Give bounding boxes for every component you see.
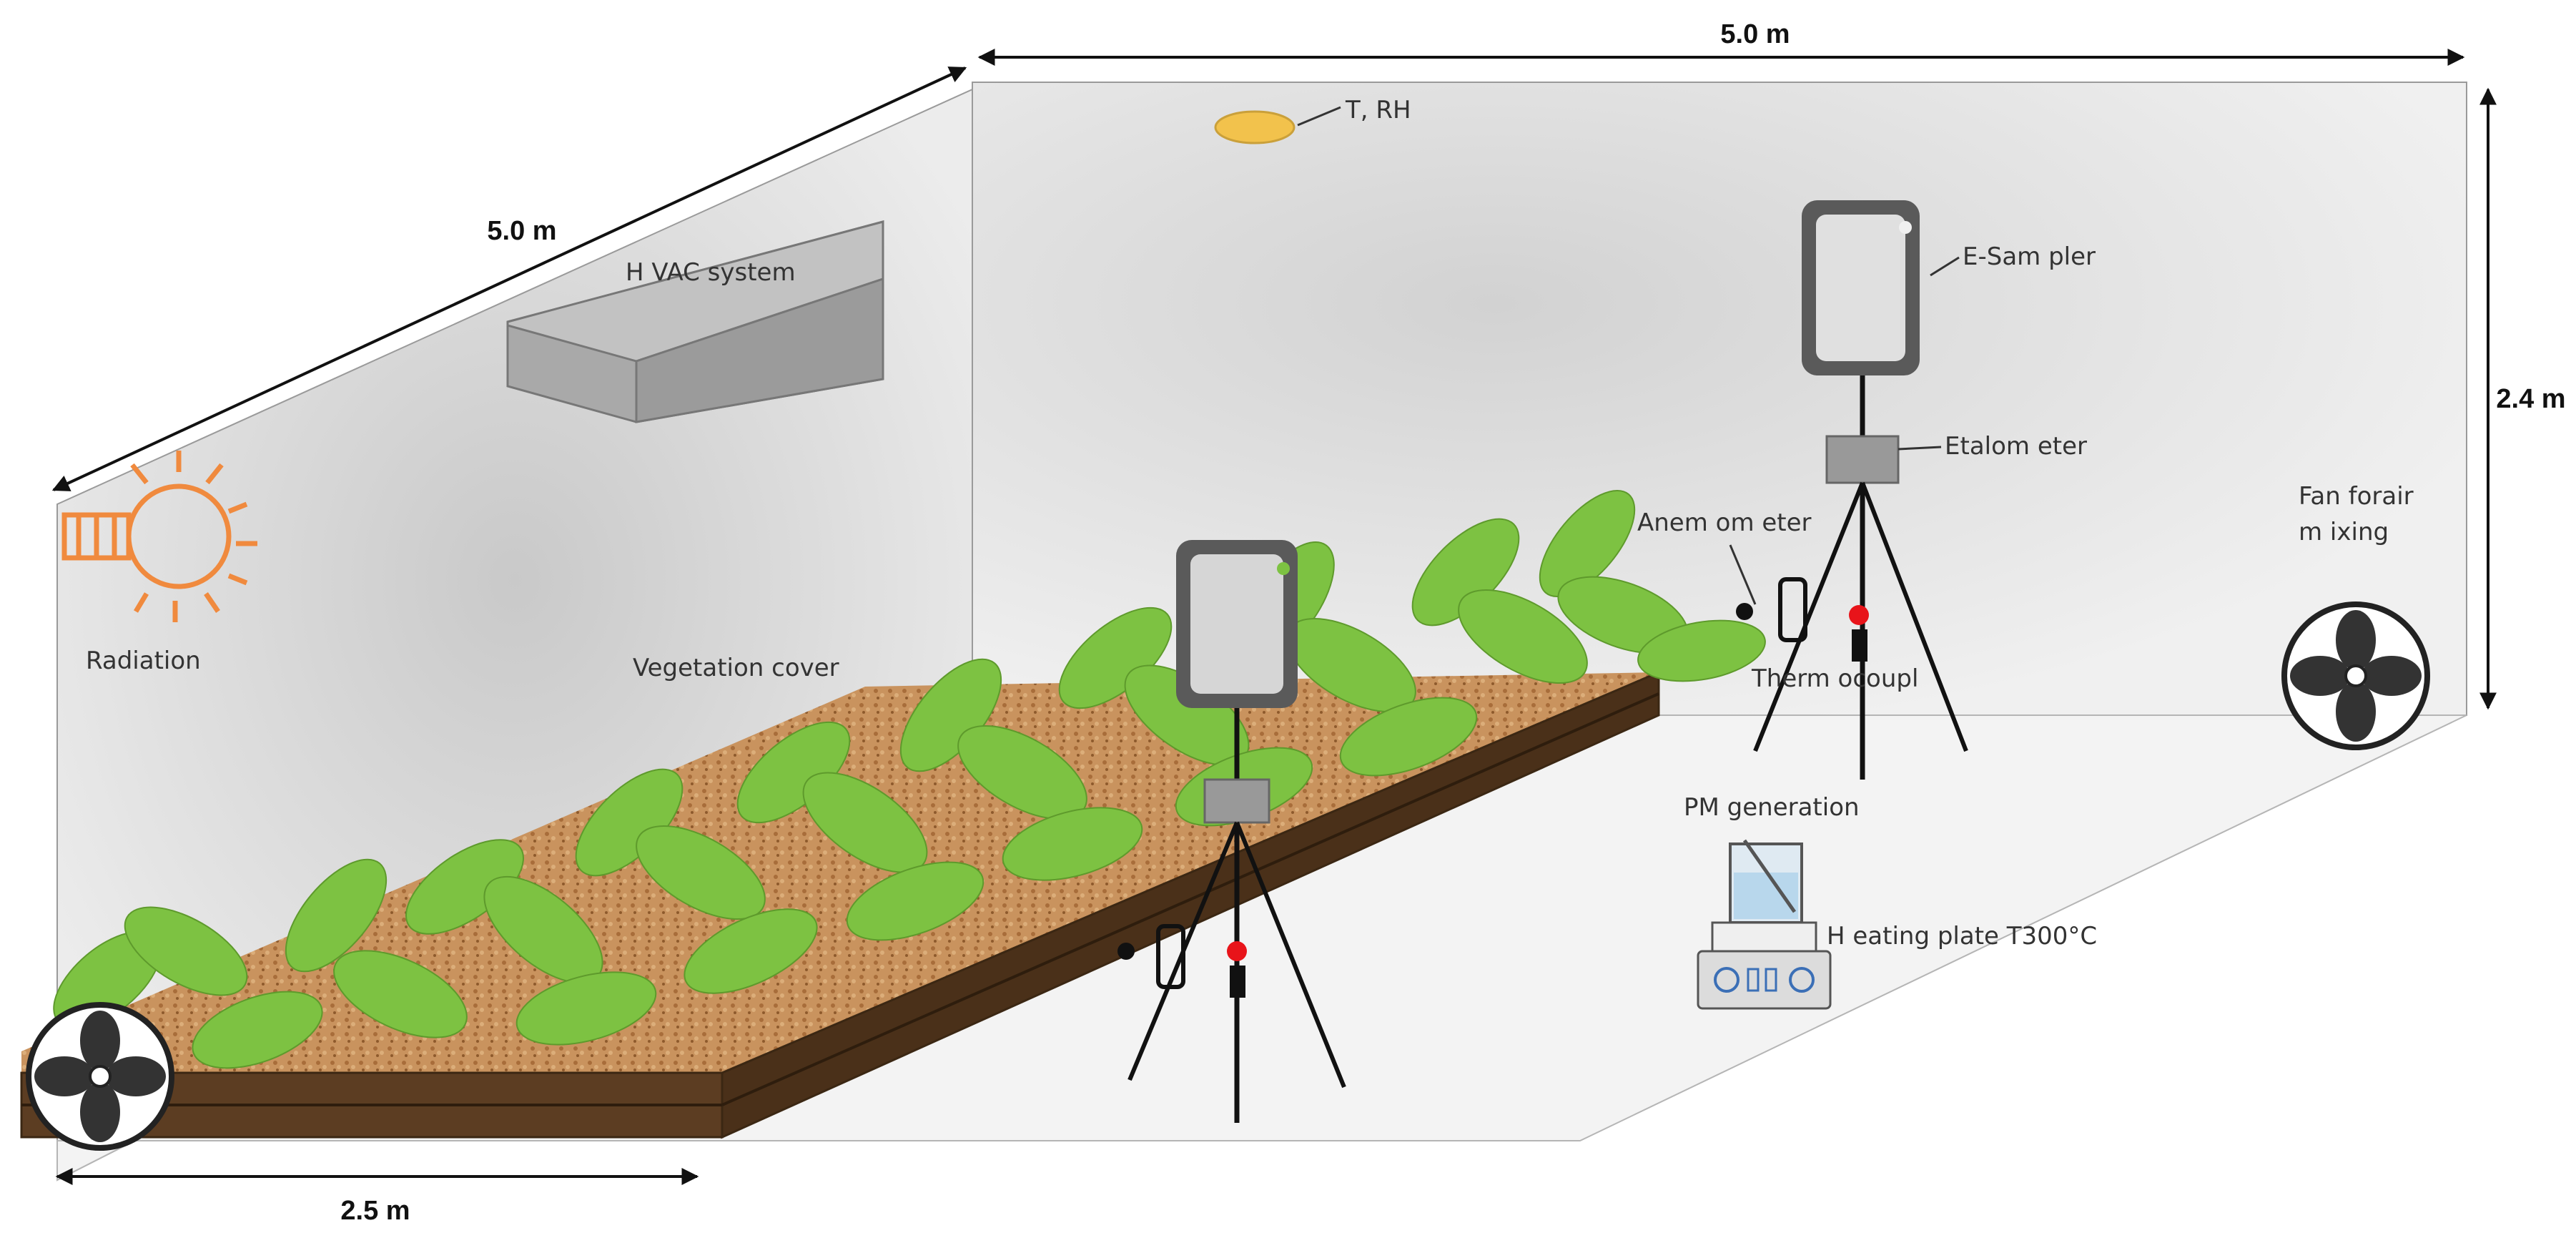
etalometer-box bbox=[1825, 435, 1900, 484]
vegetation-label: Vegetation cover bbox=[633, 654, 839, 682]
front-thermocouple-dot bbox=[1227, 941, 1247, 961]
anemometer-label: Anem om eter bbox=[1637, 509, 1812, 537]
pm-generation-label: PM generation bbox=[1684, 793, 1860, 822]
back-sampler-station: E-Sam pler Etalom eter Anem om eter Ther… bbox=[1637, 200, 2096, 780]
left-depth-arrow bbox=[51, 67, 967, 491]
radiation-lamp bbox=[61, 451, 257, 622]
bottom-width-label: 2.5 m bbox=[340, 1196, 410, 1226]
radiation-label: Radiation bbox=[86, 647, 201, 675]
planter-right-rim bbox=[721, 670, 1660, 1139]
e-sampler-label: E-Sam pler bbox=[1963, 242, 2096, 271]
t-rh-label: T, RH bbox=[1345, 96, 1411, 124]
t-rh-sensor-disc bbox=[1214, 110, 1296, 144]
right-fan: Fan forair m ixing bbox=[2281, 482, 2430, 750]
heating-plate-dial-icon bbox=[1714, 967, 1739, 993]
pm-generation-unit: PM generation H eating plate T300°C bbox=[1684, 793, 2097, 1010]
bulb-icon bbox=[61, 483, 232, 589]
fan-label-line1: Fan forair bbox=[2299, 482, 2414, 511]
etalometer-label: Etalom eter bbox=[1945, 432, 2087, 461]
heating-plate-label: H eating plate T300°C bbox=[1827, 922, 2097, 950]
hvac-label: H VAC system bbox=[626, 258, 796, 287]
dimension-lines: 5.0 m 5.0 m 2.4 m 2.5 m bbox=[51, 19, 2566, 1226]
fan-label-line2: m ixing bbox=[2299, 518, 2389, 546]
thermocouple-label: Therm ocoupl bbox=[1751, 664, 1918, 693]
front-etalometer-box bbox=[1203, 778, 1270, 824]
left-depth-label: 5.0 m bbox=[487, 216, 556, 246]
radiation-rays bbox=[130, 451, 257, 622]
fan-icon bbox=[2281, 601, 2430, 750]
t-rh-sensor: T, RH bbox=[1214, 96, 1411, 144]
thermocouple-dot bbox=[1849, 605, 1869, 625]
heating-plate bbox=[1697, 950, 1832, 1010]
front-sampler-station bbox=[1117, 540, 1346, 1123]
hvac-unit: H VAC system bbox=[506, 220, 884, 423]
top-width-label: 5.0 m bbox=[1720, 19, 1790, 49]
height-label: 2.4 m bbox=[2496, 384, 2565, 414]
left-fan-icon bbox=[26, 1002, 174, 1151]
